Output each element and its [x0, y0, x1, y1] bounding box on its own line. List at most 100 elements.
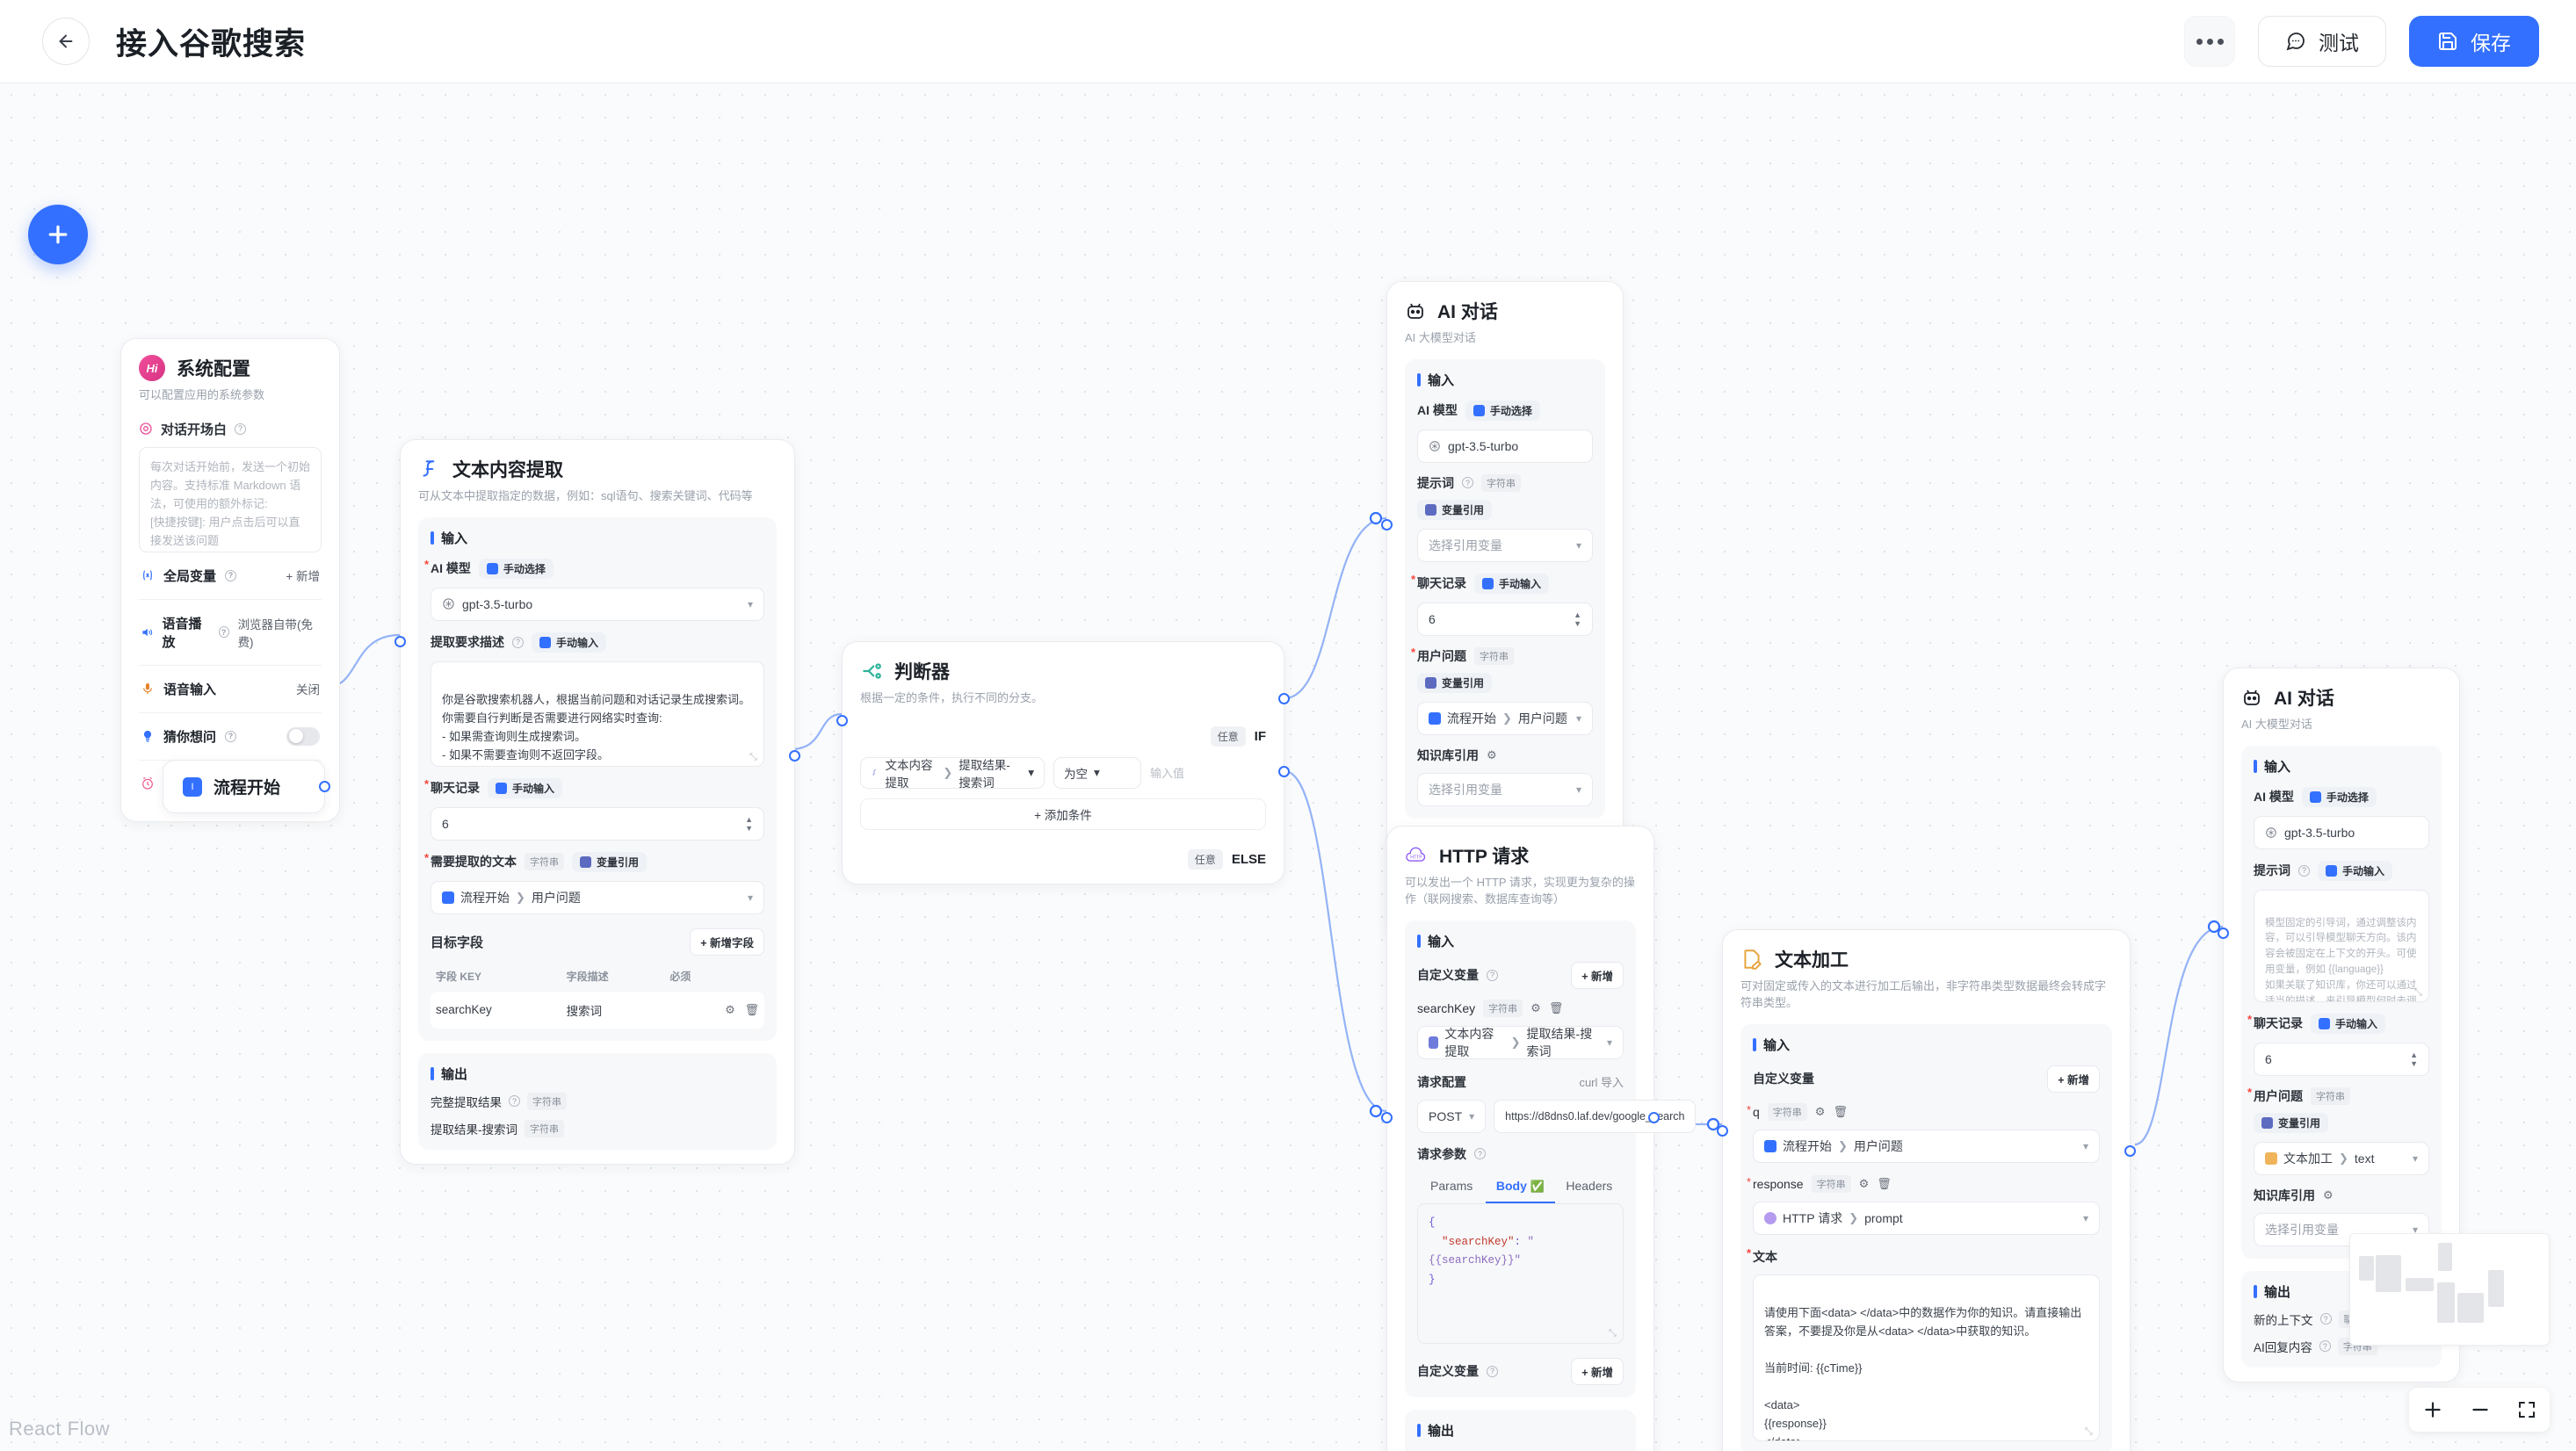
variable-2-select[interactable]: HTTP 请求 ❯ prompt ▾	[1753, 1201, 2100, 1235]
question-select[interactable]: 文本加工 ❯ text ▾	[2254, 1141, 2429, 1175]
help-icon[interactable]: ?	[2319, 1313, 2332, 1325]
resize-handle-icon[interactable]: ⤡	[2414, 986, 2422, 998]
config-row-guess-question[interactable]: 猜你想问 ?	[139, 713, 322, 761]
gear-icon[interactable]: ⚙	[725, 1002, 735, 1016]
gear-icon[interactable]: ⚙	[1487, 747, 1497, 762]
node-system-config[interactable]: Hi 系统配置 可以配置应用的系统参数 对话开场白 ? 每次对话开始前，发送一个…	[120, 338, 340, 822]
else-output-handle[interactable]	[1278, 766, 1290, 777]
prompt-mode-chip[interactable]: 手动输入	[532, 632, 607, 653]
resize-handle-icon[interactable]: ⤡	[2085, 1426, 2093, 1437]
node-judger[interactable]: 判断器 根据一定的条件，执行不同的分支。 任意 IF 文本内容提取 ❯ 提取结果…	[836, 641, 1290, 884]
save-button[interactable]: 保存	[2409, 16, 2539, 67]
config-row-value[interactable]: 关闭	[296, 683, 320, 697]
stepper-arrows[interactable]: ▲▼	[745, 815, 753, 832]
add-condition-button[interactable]: + 添加条件	[860, 798, 1266, 830]
output-handle[interactable]	[319, 781, 330, 792]
help-icon[interactable]: ?	[2298, 864, 2310, 877]
help-icon[interactable]: ?	[218, 626, 229, 639]
history-stepper[interactable]: 6 ▲▼	[1417, 602, 1593, 636]
gear-icon[interactable]: ⚙	[1858, 1176, 1870, 1190]
gear-icon[interactable]: ⚙	[1530, 1000, 1541, 1014]
question-select[interactable]: 流程开始 ❯ 用户问题 ▾	[1417, 701, 1593, 735]
ai-model-select[interactable]: gpt-3.5-turbo ▾	[431, 587, 764, 621]
tab-headers[interactable]: Headers	[1566, 1178, 1613, 1193]
node-flow-start[interactable]: I 流程开始	[163, 760, 330, 813]
input-handle[interactable]	[1381, 1112, 1393, 1123]
config-row-global-variable[interactable]: 全局变量 ? + 新增	[139, 552, 322, 600]
more-button[interactable]	[2184, 16, 2235, 67]
back-button[interactable]	[42, 18, 90, 65]
help-icon[interactable]: ?	[225, 730, 237, 742]
add-variable-button[interactable]: + 新增	[1571, 961, 1624, 989]
flow-canvas[interactable]: Hi 系统配置 可以配置应用的系统参数 对话开场白 ? 每次对话开始前，发送一个…	[0, 83, 2576, 1451]
config-row-value[interactable]: + 新增	[286, 570, 320, 584]
prompt-mode-chip[interactable]: 变量引用	[1417, 499, 1493, 520]
output-handle[interactable]	[789, 750, 800, 762]
curl-import-button[interactable]: curl 导入	[1579, 1076, 1624, 1090]
add-node-button[interactable]	[28, 205, 88, 264]
trash-icon[interactable]: 🗑	[744, 1002, 759, 1016]
condition-value-input[interactable]: 输入值	[1150, 767, 1185, 781]
prompt-textarea[interactable]: 你是谷歌搜索机器人，根据当前问题和对话记录生成搜索词。你需要自行判断是否需要进行…	[431, 661, 764, 767]
add-field-button[interactable]: + 新增字段	[690, 928, 764, 956]
if-output-handle[interactable]	[1278, 693, 1290, 704]
stepper-arrows[interactable]: ▲▼	[2410, 1050, 2418, 1067]
ai-model-mode-chip[interactable]: 手动选择	[1465, 400, 1540, 421]
condition-variable-select[interactable]: 文本内容提取 ❯ 提取结果-搜索词 ▾	[860, 756, 1045, 790]
history-mode-chip[interactable]: 手动输入	[2311, 1013, 2386, 1034]
variable-1-select[interactable]: 流程开始 ❯ 用户问题 ▾	[1753, 1129, 2100, 1163]
kb-select[interactable]: 选择引用变量 ▾	[1417, 772, 1593, 806]
config-row-voice-play[interactable]: 语音播放 ? 浏览器自带(免费)	[139, 600, 322, 666]
fit-view-button[interactable]	[2516, 1399, 2537, 1420]
help-icon[interactable]: ?	[1487, 969, 1498, 981]
zoom-in-button[interactable]	[2421, 1398, 2444, 1421]
url-input[interactable]: https://d8dns0.laf.dev/google_search	[1494, 1099, 1697, 1133]
resize-handle-icon[interactable]: ⤡	[1609, 1328, 1617, 1339]
output-handle[interactable]	[1648, 1112, 1660, 1123]
help-icon[interactable]: ?	[1462, 477, 1473, 489]
ai-model-mode-chip[interactable]: 手动选择	[2301, 786, 2377, 807]
tab-params[interactable]: Params	[1430, 1178, 1473, 1193]
help-icon[interactable]: ?	[225, 569, 237, 581]
prompt-select[interactable]: 选择引用变量 ▾	[1417, 528, 1593, 562]
opening-textarea[interactable]: 每次对话开始前，发送一个初始内容。支持标准 Markdown 语法，可使用的额外…	[139, 446, 322, 552]
config-row-voice-input[interactable]: 语音输入 关闭	[139, 666, 322, 713]
help-icon[interactable]: ?	[509, 1095, 520, 1108]
node-text-extract[interactable]: 文本内容提取 可从文本中提取指定的数据，例如：sql语句、搜索关键词、代码等 输…	[394, 439, 800, 1165]
node-http-request[interactable]: HTTP HTTP 请求 可以发出一个 HTTP 请求，实现更为复杂的操作（联网…	[1381, 826, 1697, 1451]
add-variable-button[interactable]: + 新增	[2047, 1065, 2100, 1093]
input-handle[interactable]	[2218, 928, 2229, 939]
zoom-out-button[interactable]	[2469, 1398, 2492, 1421]
source-mode-chip[interactable]: 变量引用	[572, 851, 648, 872]
config-row-value[interactable]: 浏览器自带(免费)	[237, 617, 314, 649]
input-handle[interactable]	[394, 636, 406, 647]
ai-model-mode-chip[interactable]: 手动选择	[478, 558, 554, 579]
history-mode-chip[interactable]: 手动输入	[1474, 573, 1550, 594]
prompt-textarea[interactable]: 模型固定的引导词，通过调整该内容，可以引导模型聊天方向。该内容会被固定在上下文的…	[2254, 889, 2429, 1002]
help-icon[interactable]: ?	[1474, 1148, 1486, 1160]
body-code-editor[interactable]: { "searchKey": "{{searchKey}}" } ⤡	[1417, 1202, 1624, 1344]
variable-source-select[interactable]: 文本内容提取 ❯ 提取结果-搜索词 ▾	[1417, 1025, 1624, 1059]
help-icon[interactable]: ?	[2319, 1340, 2331, 1353]
trash-icon[interactable]: 🗑	[1877, 1176, 1892, 1190]
method-select[interactable]: POST ▾	[1417, 1099, 1487, 1133]
help-icon[interactable]: ?	[1487, 1365, 1498, 1377]
input-handle[interactable]	[836, 715, 848, 726]
trash-icon[interactable]: 🗑	[1833, 1104, 1848, 1118]
question-mode-chip[interactable]: 变量引用	[1417, 672, 1493, 693]
output-handle[interactable]	[2124, 1145, 2136, 1157]
help-icon[interactable]: ?	[235, 422, 247, 435]
ai-model-select[interactable]: gpt-3.5-turbo	[1417, 429, 1593, 463]
prompt-mode-chip[interactable]: 手动输入	[2318, 860, 2393, 881]
history-stepper[interactable]: 6 ▲▼	[431, 806, 764, 841]
source-select[interactable]: 流程开始 ❯ 用户问题 ▾	[431, 880, 764, 914]
stepper-arrows[interactable]: ▲▼	[1574, 610, 1581, 627]
add-variable-button-2[interactable]: + 新增	[1571, 1357, 1624, 1385]
text-textarea[interactable]: 请使用下面<data> </data>中的数据作为你的知识。请直接输出答案，不要…	[1753, 1274, 2100, 1441]
test-button[interactable]: 测试	[2258, 16, 2386, 67]
input-handle[interactable]	[1717, 1125, 1728, 1137]
trash-icon[interactable]: 🗑	[1548, 1000, 1564, 1014]
resize-handle-icon[interactable]: ⤡	[749, 751, 757, 762]
minimap[interactable]	[2349, 1233, 2550, 1346]
tab-body[interactable]: Body✅	[1486, 1173, 1555, 1203]
